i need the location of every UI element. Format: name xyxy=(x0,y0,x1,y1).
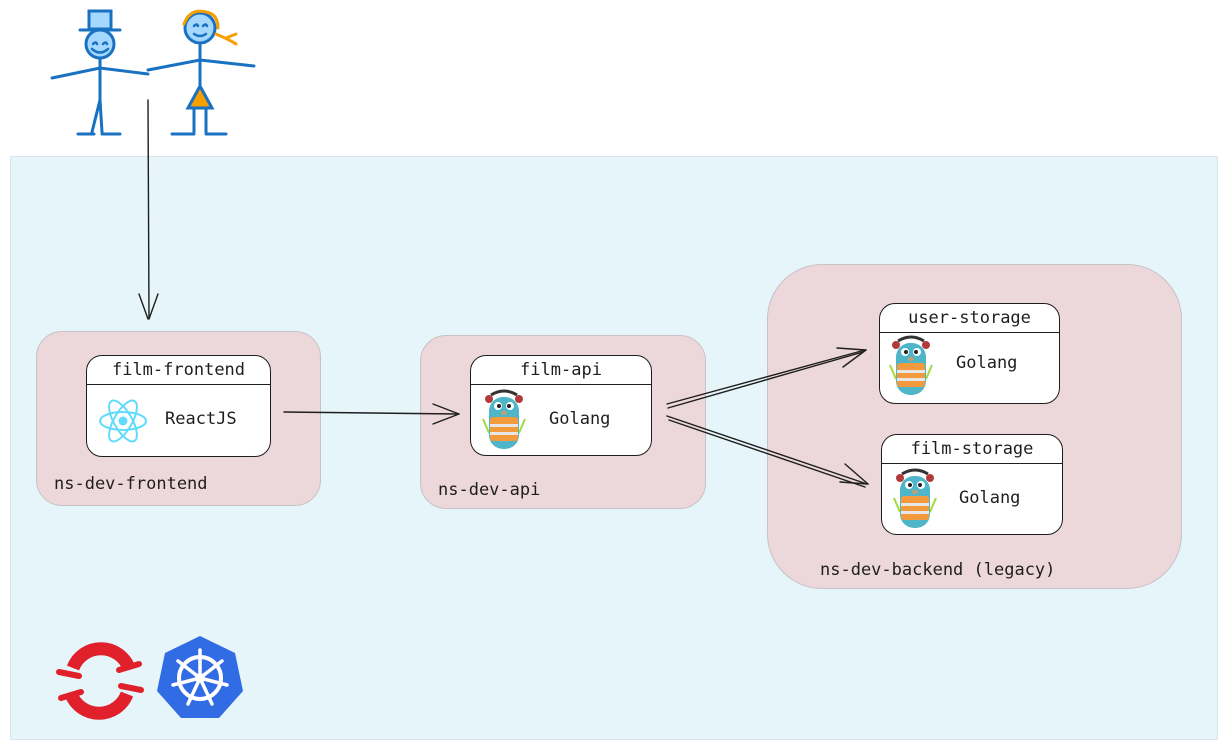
service-film-api[interactable]: film-api Golang xyxy=(470,355,652,456)
arrow-api-to-film-storage xyxy=(666,415,869,488)
service-user-storage[interactable]: user-storage Golang xyxy=(879,303,1060,404)
man-stick-figure-icon xyxy=(50,9,150,136)
woman-stick-figure-icon xyxy=(146,9,256,136)
service-film-storage-tech: Golang xyxy=(959,488,1021,508)
users-group xyxy=(40,0,270,149)
arrow-api-to-user-storage xyxy=(666,347,867,409)
gopher-icon xyxy=(890,468,940,534)
service-user-storage-title: user-storage xyxy=(880,304,1059,333)
service-film-frontend-title: film-frontend xyxy=(87,356,270,385)
service-film-api-tech: Golang xyxy=(549,409,611,429)
namespace-frontend-label: ns-dev-frontend xyxy=(54,474,208,494)
arrow-frontend-to-api xyxy=(283,403,460,425)
service-film-frontend[interactable]: film-frontend ReactJS xyxy=(86,355,271,457)
service-film-api-title: film-api xyxy=(471,356,651,385)
service-user-storage-tech: Golang xyxy=(956,353,1018,373)
gopher-icon xyxy=(886,335,936,403)
namespace-backend-label: ns-dev-backend (legacy) xyxy=(820,560,1056,580)
arrow-users-to-frontend xyxy=(138,99,159,320)
openshift-logo-icon xyxy=(55,640,145,726)
kubernetes-logo-icon xyxy=(157,634,243,722)
react-icon xyxy=(97,395,149,451)
service-film-storage-title: film-storage xyxy=(882,435,1062,464)
service-film-frontend-tech: ReactJS xyxy=(165,409,237,429)
service-film-storage[interactable]: film-storage Golang xyxy=(881,434,1063,535)
gopher-icon xyxy=(479,389,529,455)
namespace-api-label: ns-dev-api xyxy=(438,480,541,500)
